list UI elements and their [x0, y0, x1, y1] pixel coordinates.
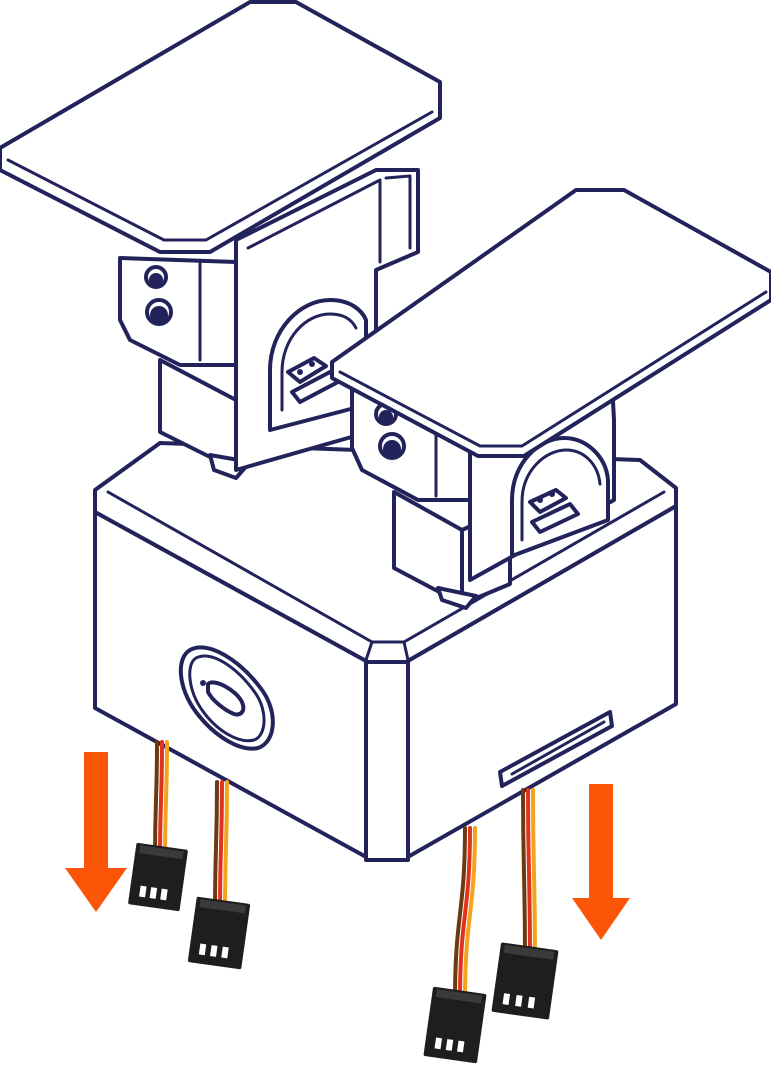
cable-4-wire-1 — [521, 788, 527, 960]
cable-2-wire-3 — [223, 780, 229, 914]
base-box-corner — [364, 658, 410, 862]
usb-port — [178, 645, 275, 751]
cable-1-pin-3 — [160, 888, 168, 901]
cable-4-pin-2 — [515, 994, 523, 1007]
cable-3-pin-3 — [456, 1040, 465, 1053]
cable-2-pin-1 — [198, 943, 207, 956]
right-servo-top-plate — [330, 188, 771, 458]
cable-1-wire-2 — [158, 740, 164, 860]
cable-1-pin-2 — [149, 887, 158, 899]
cable-4-pin-1 — [502, 993, 511, 1005]
cable-1 — [128, 740, 188, 912]
cable-2-pin-2 — [210, 945, 218, 957]
cable-2-connector — [187, 896, 251, 970]
right-servo-bracket — [330, 188, 771, 610]
left-servo-side-plate — [118, 256, 238, 367]
cable-3-pin-2 — [445, 1039, 454, 1051]
cable-2 — [187, 780, 251, 970]
cable-3-pin-1 — [434, 1037, 443, 1050]
side-slot — [498, 710, 614, 788]
base-box-top-edge — [106, 490, 666, 644]
cable-3-wire-2 — [458, 826, 472, 1002]
cable-4-connector — [491, 942, 559, 1020]
cable-4-pin-3 — [527, 996, 536, 1009]
cable-3-connector — [423, 986, 487, 1064]
left-servo-top-plate — [0, 0, 442, 254]
cable-4-wire-2 — [526, 788, 532, 960]
pull-arrow-left — [65, 752, 127, 912]
cable-3-wire-1 — [453, 826, 467, 1002]
cable-1-wire-3 — [163, 740, 169, 860]
base-box — [93, 441, 678, 862]
cable-2-pin-3 — [221, 946, 229, 959]
cable-3 — [423, 826, 487, 1064]
cables-group — [128, 740, 559, 1064]
cable-3-wire-3 — [463, 826, 477, 1002]
arrows-group — [65, 752, 630, 940]
cable-2-wire-1 — [213, 780, 219, 914]
cable-1-wire-1 — [153, 740, 159, 860]
cable-4 — [491, 788, 559, 1020]
cable-1-pin-1 — [139, 885, 147, 898]
cable-2-wire-2 — [218, 780, 224, 914]
cable-1-connector — [128, 842, 188, 912]
cable-4-wire-3 — [531, 788, 537, 960]
pull-arrow-right — [572, 784, 630, 940]
